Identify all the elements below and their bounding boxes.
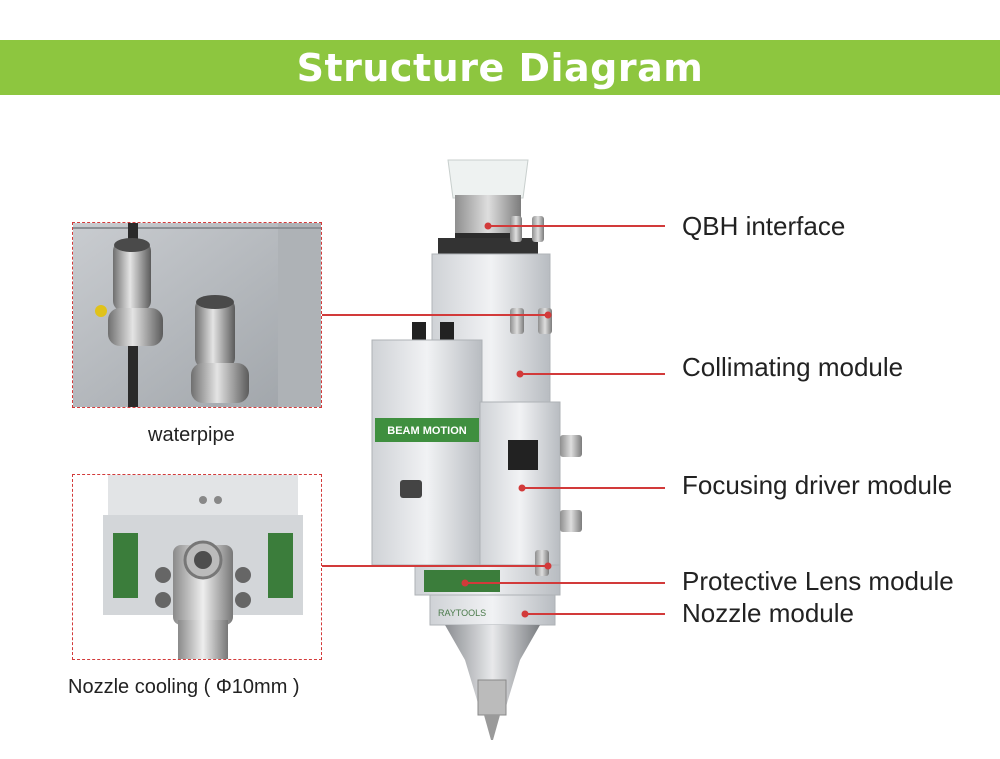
leader-qbh-dot [484,222,492,230]
leader-collimating-dot [516,370,524,378]
waterpipe-photo [73,223,321,407]
inset-nozzle-cooling [72,474,322,660]
callout-nozzle-module: Nozzle module [682,598,854,628]
callout-focusing-driver-module: Focusing driver module [682,470,953,500]
brand-plate-text: BEAM MOTION [387,425,466,437]
title-banner: Structure Diagram [0,40,1000,95]
leader-protective-dot [461,579,469,587]
leader-nozzle-cooling-dot [544,562,552,570]
leader-waterpipe-dot [544,311,552,319]
inset-caption-waterpipe: waterpipe [148,424,235,446]
inset-waterpipe [72,222,322,408]
inset-caption-nozzle-cooling: Nozzle cooling ( Φ10mm ) [68,676,300,698]
callout-protective-lens-module: Protective Lens module [682,566,954,596]
raytools-logo: RAYTOOLS [438,608,486,618]
page-title: Structure Diagram [296,45,704,90]
leader-focusing-dot [518,484,526,492]
callout-collimating-module: Collimating module [682,352,904,382]
leader-nozzle-dot [521,610,529,618]
nozzle-cooling-photo [73,475,321,659]
callout-qbh-interface: QBH interface [682,211,846,241]
